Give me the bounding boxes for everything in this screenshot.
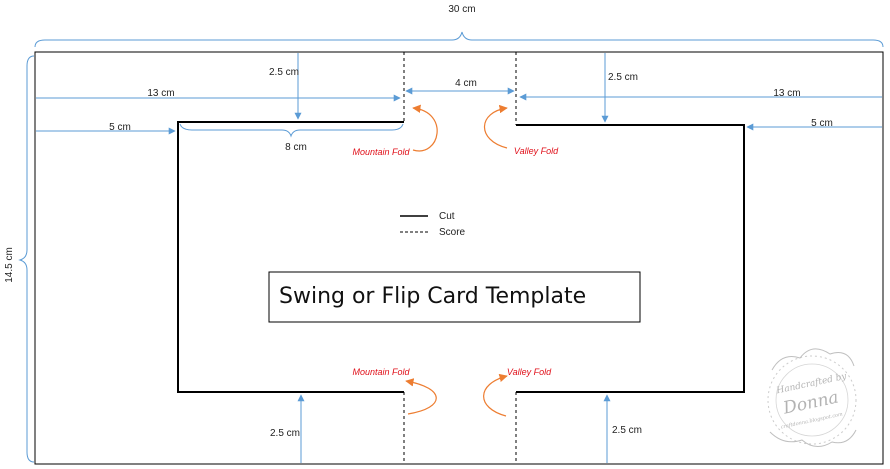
legend-score-label: Score — [439, 227, 466, 238]
tab-8cm-brace — [179, 123, 404, 138]
mountain-fold-arrow-top — [412, 104, 438, 152]
dim-13cm-left: 13 cm — [147, 88, 174, 99]
watermark-stamp: Handcrafted by Donna craftdonna.blogspot… — [767, 348, 857, 447]
dim-2-5cm-bottom-right: 2.5 cm — [612, 425, 642, 436]
legend-cut-label: Cut — [439, 211, 455, 222]
dim-total-height: 14.5 cm — [4, 247, 15, 283]
dim-13cm-right: 13 cm — [773, 88, 800, 99]
dim-8cm: 8 cm — [285, 142, 307, 153]
height-brace — [18, 55, 35, 463]
dim-2-5cm-top-right: 2.5 cm — [608, 72, 638, 83]
card-cut-outline — [177, 121, 745, 393]
mountain-fold-label-bottom: Mountain Fold — [352, 367, 410, 377]
mountain-fold-label-top: Mountain Fold — [352, 147, 410, 157]
valley-fold-arrow-bottom — [483, 373, 508, 417]
page-title: Swing or Flip Card Template — [279, 284, 586, 309]
dim-5cm-left: 5 cm — [109, 122, 131, 133]
valley-fold-arrow-top — [483, 104, 508, 149]
title-box — [268, 271, 641, 323]
dim-4cm: 4 cm — [455, 78, 477, 89]
width-brace — [34, 31, 884, 48]
sheet-outline — [34, 51, 884, 465]
dim-2-5cm-bottom-left: 2.5 cm — [270, 428, 300, 439]
dim-5cm-right: 5 cm — [811, 118, 833, 129]
dim-2-5cm-top-left: 2.5 cm — [269, 67, 299, 78]
mountain-fold-arrow-bottom — [405, 378, 437, 415]
valley-fold-label-bottom: Valley Fold — [507, 367, 552, 377]
dim-total-width: 30 cm — [448, 4, 475, 15]
valley-fold-label-top: Valley Fold — [514, 146, 559, 156]
